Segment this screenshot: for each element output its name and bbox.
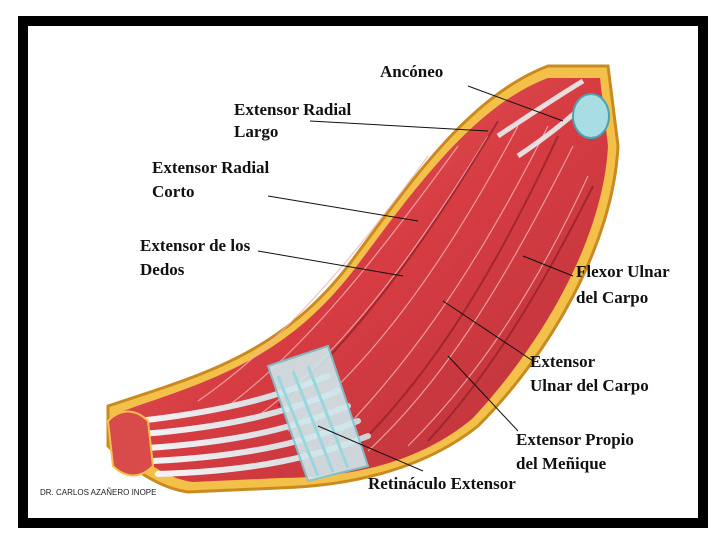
slide-frame: Ancóneo Extensor Radial Largo Extensor R… <box>18 16 708 528</box>
label-extensor-propio-line1: Extensor Propio <box>516 430 634 449</box>
hand-fragment <box>106 410 155 477</box>
label-extensor-dedos-line1: Extensor de los <box>140 236 251 255</box>
forearm-illustration <box>106 64 620 494</box>
elbow-bone <box>572 93 610 139</box>
leader-lines <box>257 85 574 472</box>
label-anconeo: Ancóneo <box>380 62 444 81</box>
label-flexor-ulnar-line1: Flexor Ulnar <box>576 262 670 281</box>
label-flexor-ulnar-line2: del Carpo <box>576 288 649 307</box>
slide-canvas: Ancóneo Extensor Radial Largo Extensor R… <box>28 26 698 518</box>
label-retinaculo: Retináculo Extensor <box>368 474 516 493</box>
label-extensor-ulnar-line2: Ulnar del Carpo <box>530 376 649 395</box>
label-extensor-propio-line2: del Meñique <box>516 454 607 473</box>
label-extensor-dedos-line2: Dedos <box>140 260 185 279</box>
label-extensor-radial-corto-line1: Extensor Radial <box>152 158 270 177</box>
label-extensor-radial-largo-line2: Largo <box>234 122 279 141</box>
label-extensor-ulnar-line1: Extensor <box>530 352 596 371</box>
muscle-fibers <box>197 125 589 452</box>
label-extensor-radial-largo-line1: Extensor Radial <box>234 100 352 119</box>
label-extensor-radial-corto-line2: Corto <box>152 182 195 201</box>
retinaculum-stripes <box>276 365 350 477</box>
muscle-mass <box>123 78 608 482</box>
author-credit: DR. CARLOS AZAÑERO INOPE <box>40 488 157 497</box>
retinaculum-band <box>266 344 370 483</box>
